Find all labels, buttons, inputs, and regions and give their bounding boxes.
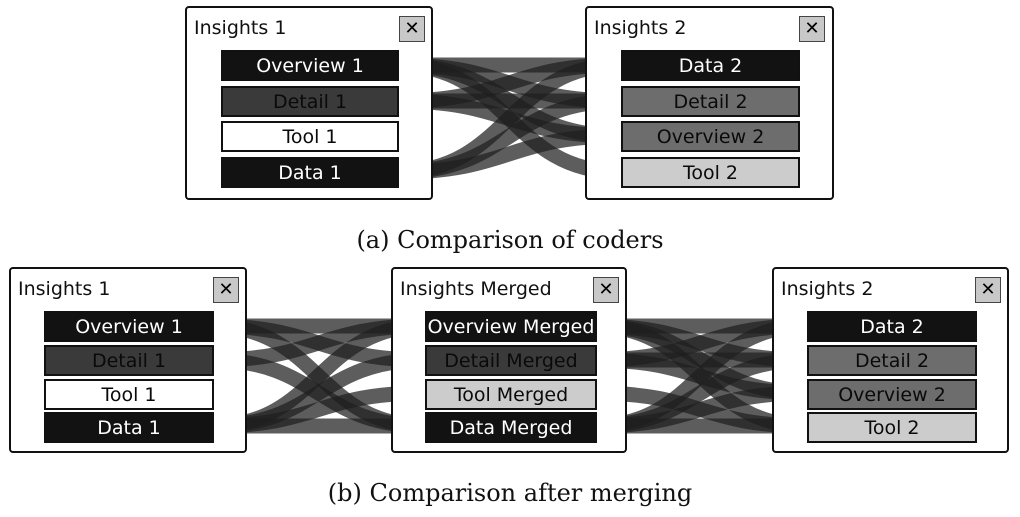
insight-item-overview-2[interactable]: Overview 2 [621,121,800,152]
insight-item-data-merged[interactable]: Data Merged [425,412,597,443]
insight-item-tool-2[interactable]: Tool 2 [621,157,800,188]
panel-a-insights-2: Insights 2 ✕ Data 2 Detail 2 Overview 2 … [585,6,834,200]
insight-item-overview-2[interactable]: Overview 2 [807,379,977,410]
insight-item-data-2[interactable]: Data 2 [621,50,800,81]
panel-b-insights-1: Insights 1 ✕ Overview 1 Detail 1 Tool 1 … [9,267,247,453]
close-icon[interactable]: ✕ [213,277,239,303]
insight-item-tool-2[interactable]: Tool 2 [807,412,977,443]
caption-a: (a) Comparison of coders [356,226,664,254]
panel-title: Insights 2 [594,17,687,39]
insight-item-data-1[interactable]: Data 1 [44,412,214,443]
panel-title: Insights 1 [18,278,111,300]
insight-item-overview-merged[interactable]: Overview Merged [425,311,597,342]
close-icon[interactable]: ✕ [399,16,425,42]
panel-b-insights-merged: Insights Merged ✕ Overview Merged Detail… [391,267,627,453]
close-icon[interactable]: ✕ [593,277,619,303]
insight-item-detail-merged[interactable]: Detail Merged [425,345,597,376]
insight-item-overview-1[interactable]: Overview 1 [44,311,214,342]
panel-b-insights-2: Insights 2 ✕ Data 2 Detail 2 Overview 2 … [772,267,1009,453]
insight-item-detail-2[interactable]: Detail 2 [621,86,800,117]
caption-b: (b) Comparison after merging [327,479,693,507]
insight-item-tool-1[interactable]: Tool 1 [221,121,399,152]
insight-item-overview-1[interactable]: Overview 1 [221,50,399,81]
insight-item-tool-1[interactable]: Tool 1 [44,379,214,410]
insight-item-data-1[interactable]: Data 1 [221,157,399,188]
insight-item-detail-1[interactable]: Detail 1 [44,345,214,376]
insight-item-tool-merged[interactable]: Tool Merged [425,379,597,410]
close-icon[interactable]: ✕ [975,277,1001,303]
insight-item-detail-1[interactable]: Detail 1 [221,86,399,117]
panel-title: Insights 1 [194,17,287,39]
panel-title: Insights Merged [400,278,552,300]
panel-a-insights-1: Insights 1 ✕ Overview 1 Detail 1 Tool 1 … [185,6,433,200]
insight-item-detail-2[interactable]: Detail 2 [807,345,977,376]
panel-title: Insights 2 [781,278,874,300]
close-icon[interactable]: ✕ [799,16,825,42]
insight-item-data-2[interactable]: Data 2 [807,311,977,342]
a-link-9 [397,128,621,180]
